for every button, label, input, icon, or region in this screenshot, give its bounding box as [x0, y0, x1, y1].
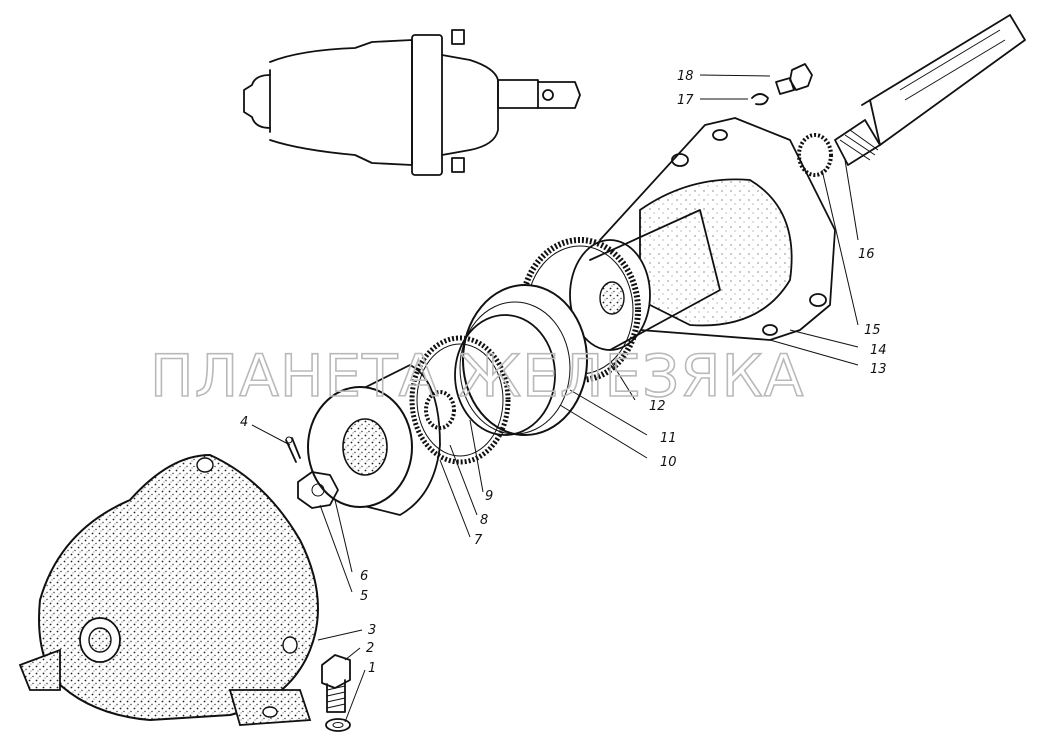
- callout-1: 1: [368, 661, 376, 676]
- rings-10-11: [454, 284, 588, 436]
- callout-labels: 1 2 3 4 5 6 7 8 9 10 11 12 13 14 15 16 1…: [240, 69, 887, 676]
- callout-13: 13: [870, 362, 887, 377]
- callout-9: 9: [485, 489, 493, 504]
- callout-12: 12: [649, 399, 666, 414]
- flange-plate-part: [599, 117, 836, 341]
- leader-lines: [251, 74, 859, 723]
- callout-7: 7: [474, 533, 483, 548]
- callout-8: 8: [480, 513, 488, 528]
- callout-5: 5: [360, 589, 368, 604]
- callout-14: 14: [870, 343, 887, 358]
- assembled-unit-view: [243, 29, 581, 176]
- small-bolt-part: [751, 63, 833, 177]
- callout-4: 4: [240, 415, 248, 430]
- cover-housing-part: [18, 453, 319, 726]
- callout-16: 16: [858, 247, 875, 262]
- callout-17: 17: [677, 93, 694, 108]
- shaft-part: [834, 14, 1026, 166]
- bolt-washer-part: [321, 654, 351, 732]
- castle-nut-part: [285, 436, 339, 509]
- callout-11: 11: [660, 431, 677, 446]
- housing-cylinder-part: [569, 178, 793, 351]
- callout-18: 18: [677, 69, 694, 84]
- watermark-text: ПЛАНЕТА ЖЕЛЕЗЯКА: [150, 342, 804, 410]
- callout-2: 2: [366, 641, 374, 656]
- callout-10: 10: [660, 455, 677, 470]
- callout-6: 6: [360, 569, 368, 584]
- piston-7: [307, 364, 441, 516]
- callout-3: 3: [368, 623, 376, 638]
- callout-15: 15: [864, 323, 881, 338]
